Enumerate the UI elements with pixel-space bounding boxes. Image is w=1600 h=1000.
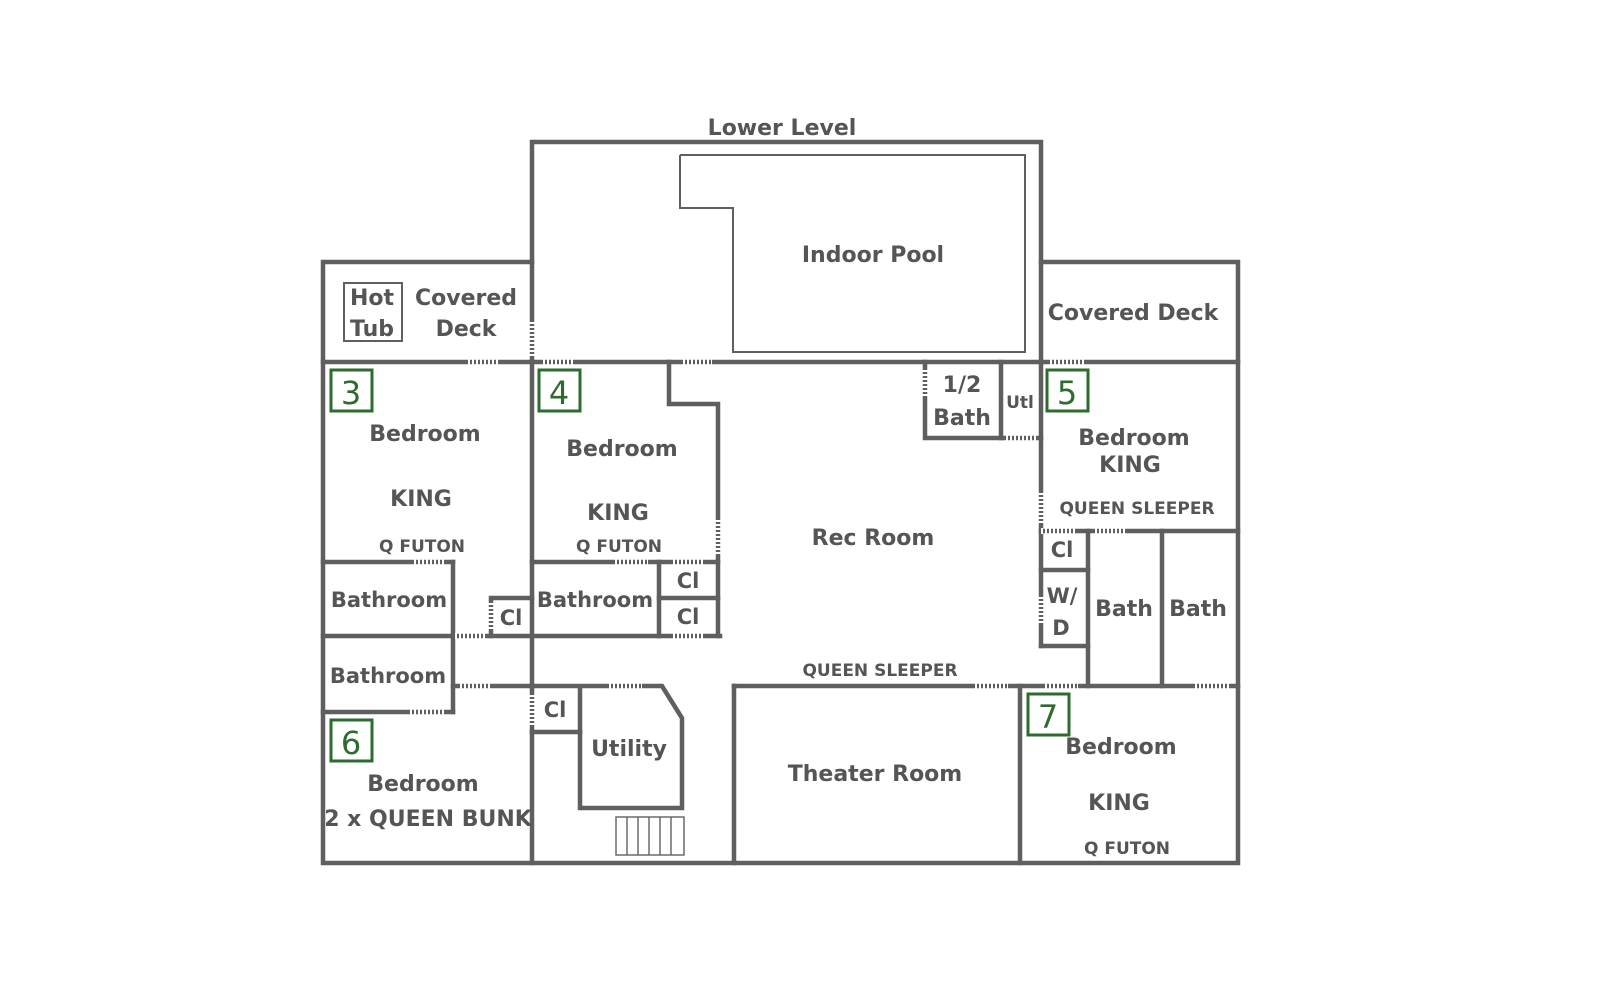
half-bath-label-1: 1/2 (943, 373, 982, 398)
bedroom-4-bed: KING (587, 501, 649, 526)
bath-a-label: Bath (1095, 597, 1153, 622)
bedroom-5-name: Bedroom (1078, 426, 1189, 451)
hot-tub-label-2: Tub (350, 317, 394, 342)
svg-text:7: 7 (1038, 698, 1058, 736)
bath-b-label: Bath (1169, 597, 1227, 622)
covered-deck-left-label-2: Deck (436, 317, 498, 342)
utility-label: Utility (591, 737, 667, 762)
floor-title: Lower Level (708, 116, 857, 141)
half-bath-label-2: Bath (933, 406, 991, 431)
bedroom-5-bed: KING (1099, 453, 1161, 478)
bedroom-5-badge: 5 (1045, 368, 1090, 413)
bedroom-7-bed: KING (1088, 791, 1150, 816)
bedroom-7-extra: Q FUTON (1084, 839, 1170, 859)
hot-tub (343, 282, 403, 342)
closet-label: Cl (500, 606, 523, 630)
covered-deck-left-label-1: Covered (415, 286, 517, 311)
svg-text:6: 6 (341, 724, 361, 762)
rec-room-sleeper: QUEEN SLEEPER (802, 661, 957, 681)
bedroom-3-badge: 3 (329, 368, 374, 413)
svg-text:5: 5 (1057, 374, 1077, 412)
bedroom-4-name: Bedroom (566, 437, 677, 462)
indoor-pool-label: Indoor Pool (802, 243, 944, 268)
covered-deck-right-label: Covered Deck (1048, 301, 1220, 326)
bedroom-5-extra: QUEEN SLEEPER (1059, 499, 1214, 519)
theater-room-label: Theater Room (788, 762, 962, 787)
bedroom-7-badge: 7 (1026, 692, 1071, 737)
bathroom-a-label: Bathroom (331, 588, 447, 612)
bathroom-c-label: Bathroom (537, 588, 653, 612)
hot-tub-label-1: Hot (350, 286, 395, 311)
bedroom-3-bed: KING (390, 487, 452, 512)
bedroom-6-badge: 6 (329, 718, 374, 763)
closet-label: Cl (544, 698, 567, 722)
bedroom-4-badge: 4 (537, 368, 582, 413)
bathroom-b-label: Bathroom (330, 664, 446, 688)
rec-room-label: Rec Room (812, 526, 935, 551)
pool-outline (679, 154, 1026, 353)
bedroom-4-extra: Q FUTON (576, 537, 662, 557)
bedroom-7-name: Bedroom (1065, 735, 1176, 760)
svg-text:4: 4 (549, 374, 569, 412)
bedroom-3-extra: Q FUTON (379, 537, 465, 557)
closet-label: Cl (1051, 538, 1074, 562)
utl-label: Utl (1006, 393, 1034, 413)
washer-dryer-label-2: D (1052, 616, 1069, 640)
bedroom-6-name: Bedroom (367, 772, 478, 797)
closet-label: Cl (677, 569, 700, 593)
closet-label: Cl (677, 605, 700, 629)
stairs (615, 816, 685, 856)
bedroom-3-name: Bedroom (369, 422, 480, 447)
washer-dryer-label-1: W/ (1047, 584, 1078, 608)
svg-text:3: 3 (341, 374, 361, 412)
door-openings (410, 322, 1230, 725)
bedroom-6-bed: 2 x QUEEN BUNK (324, 807, 533, 832)
outer-walls (320, 139, 1241, 866)
